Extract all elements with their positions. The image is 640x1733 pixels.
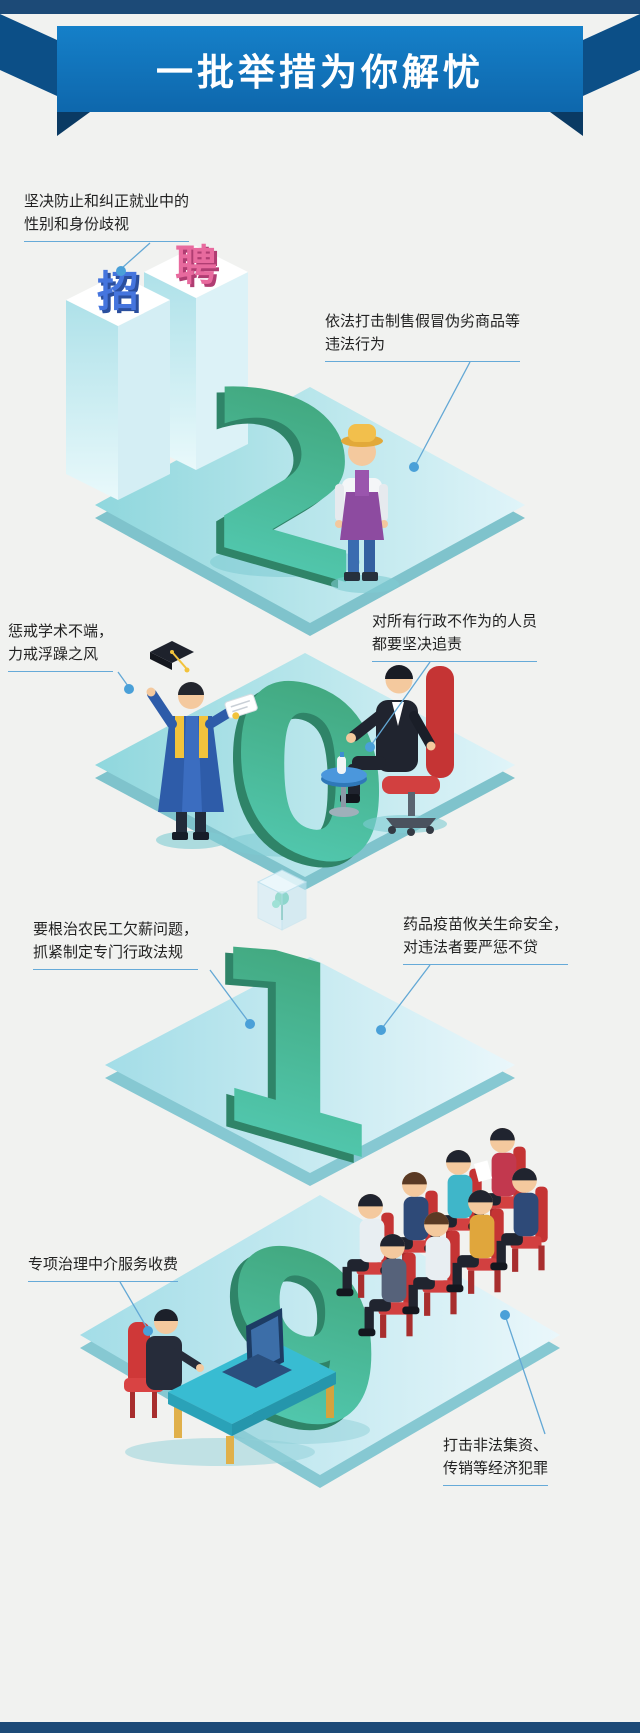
leader-dot-4 [365, 742, 375, 752]
official-figure [321, 665, 454, 836]
leader-dot-2 [409, 462, 419, 472]
desk-chair-back [128, 1322, 150, 1386]
leader-lines [117, 242, 546, 1435]
callout-migrant-wage-arrears: 要根治农民工欠薪问题， 抓紧制定专门行政法规 [33, 918, 199, 970]
certificate-icon [224, 693, 258, 720]
callout-line: 依法打击制售假冒伪劣商品等 [325, 312, 521, 330]
callout-line: 坚决防止和纠正就业中的 [24, 192, 190, 210]
callout-employment-discrimination: 坚决防止和纠正就业中的 性别和身份歧视 [24, 190, 190, 242]
callout-line: 专项治理中介服务收费 [28, 1255, 179, 1273]
desk-scene [124, 1308, 336, 1466]
sign-char-zhao: 招 [100, 270, 142, 319]
graduate-figure [146, 641, 258, 849]
leader-dot-1 [116, 266, 126, 276]
leader-line-4 [371, 661, 431, 745]
leader-line-8 [505, 1317, 546, 1435]
svg-text:1: 1 [205, 881, 379, 1222]
leader-dot-5 [245, 1019, 255, 1029]
glass-cube [256, 869, 308, 931]
audience-member [358, 1234, 416, 1338]
callout-administrative-accountability: 对所有行政不作为的人员 都要坚决追责 [372, 610, 538, 662]
side-table-icon [321, 752, 367, 817]
callout-line: 违法行为 [325, 335, 386, 353]
callout-line: 力戒浮躁之风 [8, 645, 99, 663]
leader-line-2 [415, 361, 471, 465]
callout-drug-vaccine-safety: 药品疫苗攸关生命安全， 对违法者要严惩不贷 [403, 913, 569, 965]
callout-line: 都要坚决追责 [372, 635, 463, 653]
leader-dot-8 [500, 1310, 510, 1320]
callout-line: 性别和身份歧视 [24, 215, 130, 233]
audience-group [336, 1128, 548, 1338]
leader-dot-6 [376, 1025, 386, 1035]
callout-line: 对违法者要严惩不贷 [403, 938, 539, 956]
callout-counterfeit-crackdown: 依法打击制售假冒伪劣商品等 违法行为 [325, 310, 521, 362]
leader-line-5 [209, 969, 249, 1022]
platform-3 [105, 957, 515, 1186]
leader-line-3 [117, 671, 129, 687]
callout-economic-crimes: 打击非法集资、 传销等经济犯罪 [443, 1434, 549, 1486]
leader-dots [116, 266, 510, 1336]
callout-line: 打击非法集资、 [443, 1436, 549, 1454]
leader-line-1 [121, 242, 151, 269]
audience-member [446, 1190, 504, 1294]
callout-agency-fees: 专项治理中介服务收费 [28, 1253, 179, 1282]
svg-text:1: 1 [197, 887, 371, 1228]
callout-line: 要根治农民工欠薪问题， [33, 920, 199, 938]
mortarboard-icon [150, 641, 194, 673]
audience-member [490, 1168, 548, 1272]
header-ribbon [0, 0, 640, 136]
leader-line-6 [382, 964, 431, 1028]
callout-academic-misconduct: 惩戒学术不端， 力戒浮躁之风 [8, 620, 114, 672]
callout-line: 药品疫苗攸关生命安全， [403, 915, 569, 933]
digit-1: 1 1 [197, 881, 379, 1228]
sign-char-pin: 聘 [178, 244, 220, 293]
callout-line: 惩戒学术不端， [8, 622, 114, 640]
callout-line: 传销等经济犯罪 [443, 1459, 549, 1477]
sign-char-pin: 聘 [175, 241, 217, 290]
sign-char-zhao: 招 [97, 267, 139, 316]
leader-dot-7 [143, 1326, 153, 1336]
callout-line: 对所有行政不作为的人员 [372, 612, 538, 630]
office-chair-back [426, 666, 454, 778]
callout-line: 抓紧制定专门行政法规 [33, 943, 184, 961]
recruitment-sign-blocks: 聘 聘 招 招 [66, 241, 248, 500]
leader-line-7 [119, 1281, 148, 1329]
laptop-icon [222, 1308, 292, 1388]
vendor-figure [331, 424, 399, 593]
svg-text:2: 2 [198, 335, 358, 648]
digit-2: 2 2 [198, 329, 366, 648]
footer-bar [0, 1722, 640, 1733]
leader-dot-3 [124, 684, 134, 694]
banner-title: 一批举措为你解忧 [156, 51, 484, 94]
